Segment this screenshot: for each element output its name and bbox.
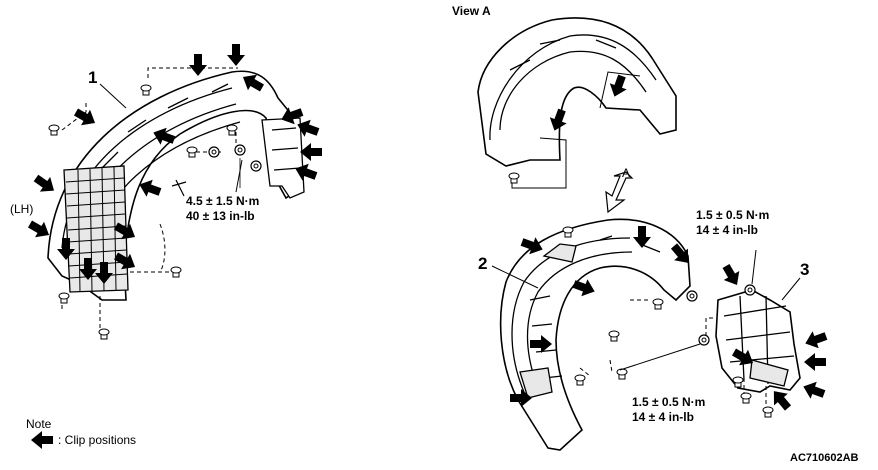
callout-leader-2 — [491, 265, 539, 289]
view-a-label: View A — [452, 4, 491, 18]
callout-leader-1 — [99, 83, 127, 109]
view-a-liner — [477, 17, 677, 189]
callout-1: 1 — [88, 68, 98, 87]
side-label: (LH) — [10, 202, 34, 216]
wheelhouse-liner-1 — [47, 67, 305, 330]
callout-2: 2 — [478, 254, 488, 273]
torque-upper: 1.5 ± 0.5 N·m 14 ± 4 in-lb — [696, 208, 769, 238]
torque-lower-leader — [619, 343, 701, 371]
torque-lower-inlb: 14 ± 4 in-lb — [632, 410, 694, 424]
torque-main-leader — [235, 159, 243, 193]
torque-main-inlb: 40 ± 13 in-lb — [186, 209, 255, 223]
torque-lower-nm: 1.5 ± 0.5 N·m — [632, 395, 706, 409]
torque-main: 4.5 ± 1.5 N·m 40 ± 13 in-lb — [186, 194, 259, 224]
torque-lower: 1.5 ± 0.5 N·m 14 ± 4 in-lb — [632, 395, 705, 425]
view-a-clip — [508, 172, 520, 184]
splash-shield-3 — [705, 289, 801, 404]
callout-3: 3 — [800, 260, 810, 279]
note-title: Note — [26, 417, 52, 431]
torque-upper-inlb: 14 ± 4 in-lb — [696, 223, 758, 237]
torque-main-nm: 4.5 ± 1.5 N·m — [186, 194, 260, 208]
callout-leader-3 — [781, 277, 801, 301]
torque-upper-nm: 1.5 ± 0.5 N·m — [696, 208, 770, 222]
note-legend: : Clip positions — [58, 433, 137, 447]
legend-arrow-icon — [31, 431, 53, 449]
view-a-arrow-label: A — [622, 166, 631, 180]
view-a-direction-arrow — [605, 171, 634, 214]
torque-upper-leader — [751, 249, 757, 285]
figure-code: AC710602AB — [790, 452, 859, 464]
